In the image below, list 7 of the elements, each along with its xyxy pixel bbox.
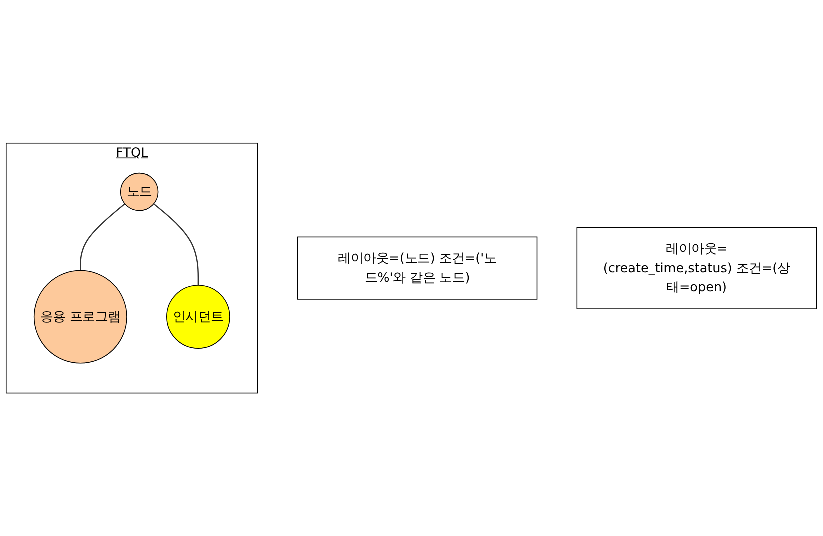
node-box: 레이아웃=(create_time,status) 조건=(상태=open)	[576, 226, 817, 310]
node-circle: 노드	[120, 172, 159, 211]
node-box: 레이아웃=(노드) 조건=('노드%'와 같은 노드)	[297, 236, 538, 300]
node-circle: 인시던트	[166, 284, 230, 349]
node-circle: 응용 프로그램	[34, 270, 128, 364]
connector	[154, 203, 200, 286]
connector	[80, 203, 126, 270]
